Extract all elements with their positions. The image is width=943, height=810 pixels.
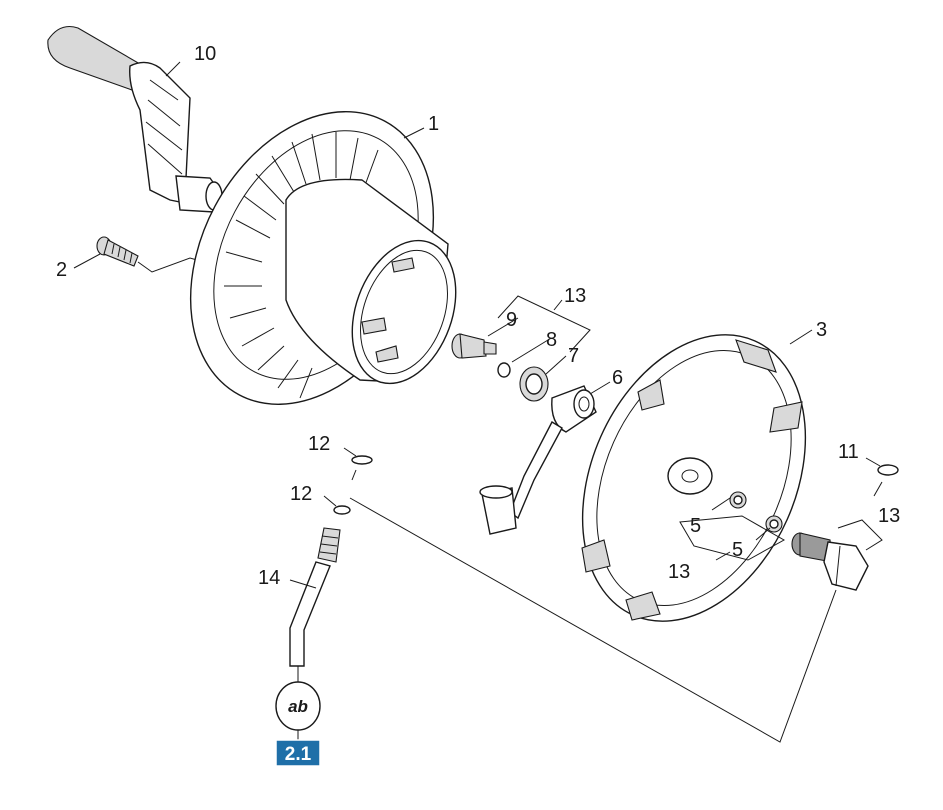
fitting-part <box>451 333 497 359</box>
label-part-12-upper: 12 <box>308 433 330 455</box>
o-ring-12-lower <box>333 505 351 515</box>
hose-drum-part <box>189 111 457 405</box>
screw-part <box>96 236 139 267</box>
o-ring-12-upper <box>351 455 373 465</box>
ab-symbol-text: ab <box>288 697 308 716</box>
label-part-9: 9 <box>506 309 517 331</box>
seal-ring-part <box>519 366 549 402</box>
bracket-13-lower <box>679 515 786 561</box>
connector-nut-part <box>791 532 869 591</box>
hose-end-part <box>289 527 341 667</box>
label-part-12-lower: 12 <box>290 483 312 505</box>
bracket-13-right <box>837 519 883 551</box>
label-part-10: 10 <box>194 43 216 65</box>
connection-line <box>349 497 837 743</box>
label-part-13-upper: 13 <box>564 285 586 307</box>
label-part-11: 11 <box>838 441 859 463</box>
label-part-5-left: 5 <box>690 515 701 537</box>
badge-text: 2.1 <box>285 744 312 765</box>
cover-disc-part <box>581 334 807 622</box>
label-part-2: 2 <box>56 259 67 281</box>
label-part-7: 7 <box>568 345 579 367</box>
label-part-14: 14 <box>258 567 280 589</box>
bracket-13-upper <box>497 295 591 353</box>
swivel-pipe-part <box>479 385 597 535</box>
o-ring-part <box>497 362 511 378</box>
label-part-13-right: 13 <box>878 505 900 527</box>
label-part-3: 3 <box>816 319 827 341</box>
washer-part-a <box>729 491 747 509</box>
label-part-6: 6 <box>612 367 623 389</box>
label-part-8: 8 <box>546 329 557 351</box>
label-part-5-right: 5 <box>732 539 743 561</box>
ab-symbol: ab <box>275 666 321 740</box>
reference-badge: 2.1 <box>275 739 321 767</box>
label-part-13-lower: 13 <box>668 561 690 583</box>
small-ring-part <box>877 464 899 476</box>
leader-lines <box>73 61 883 589</box>
label-part-1: 1 <box>428 113 439 135</box>
